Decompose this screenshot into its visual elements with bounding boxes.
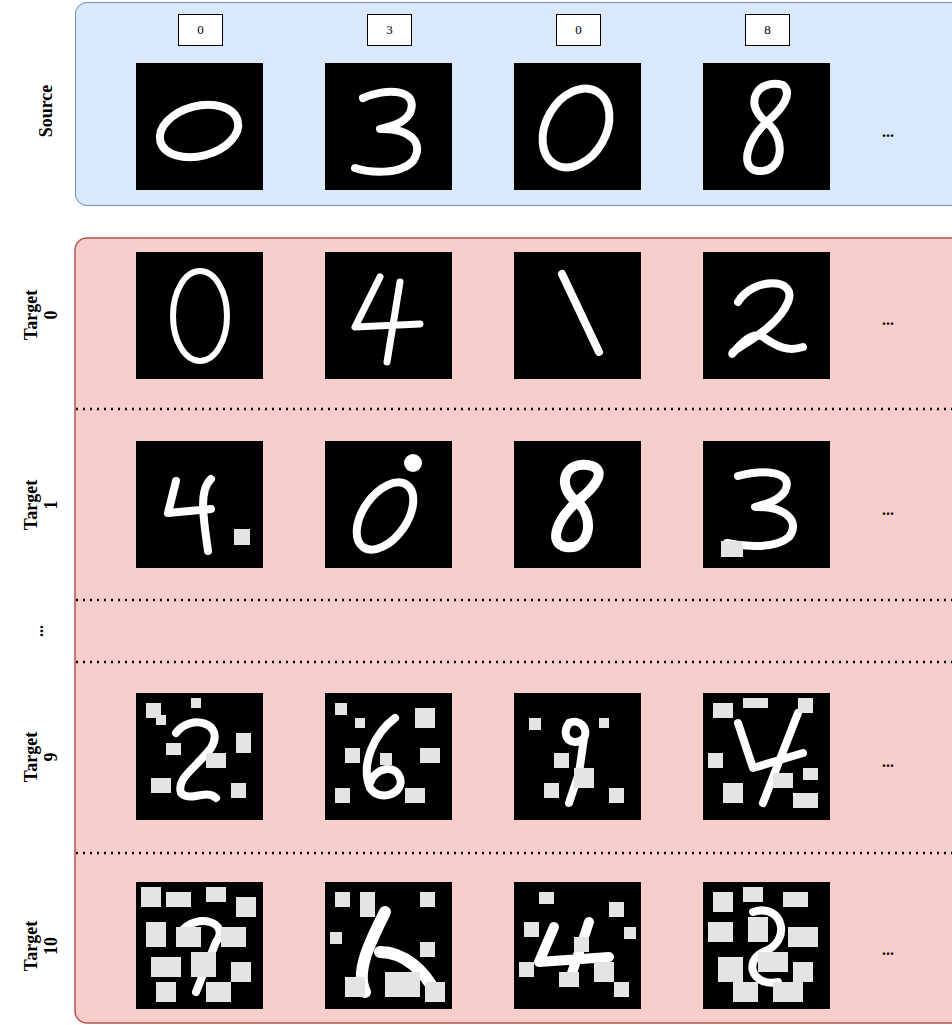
class-label: 8 xyxy=(764,22,771,38)
ellipsis: ... xyxy=(882,753,894,771)
class-label-box: 0 xyxy=(178,14,223,46)
digit-image xyxy=(703,252,830,379)
digit-image xyxy=(514,882,641,1009)
class-label: 0 xyxy=(575,22,582,38)
class-label-box: 3 xyxy=(367,14,412,46)
row-heading: Source xyxy=(36,85,57,138)
digit-image xyxy=(703,63,830,190)
digit-image xyxy=(514,693,641,820)
digit-image xyxy=(514,63,641,190)
digit-image xyxy=(703,882,830,1009)
class-label: 3 xyxy=(386,22,393,38)
digit-image xyxy=(514,252,641,379)
row-heading: Target 10 xyxy=(22,921,62,971)
row-heading: Target 0 xyxy=(22,290,62,340)
digit-image xyxy=(325,252,452,379)
target-panel xyxy=(75,238,952,1023)
class-label-box: 0 xyxy=(556,14,601,46)
ellipsis: ... xyxy=(882,501,894,519)
digit-image xyxy=(136,63,263,190)
row-heading: Target 1 xyxy=(22,480,62,530)
digit-image xyxy=(514,441,641,568)
digit-image xyxy=(325,441,452,568)
digit-image xyxy=(703,441,830,568)
digit-image xyxy=(136,441,263,568)
digit-image xyxy=(325,63,452,190)
ellipsis: ... xyxy=(882,941,894,959)
row-heading: Target 9 xyxy=(22,732,62,782)
class-label: 0 xyxy=(197,22,204,38)
digit-image xyxy=(703,693,830,820)
digit-image xyxy=(136,693,263,820)
row-separators xyxy=(76,409,952,853)
digit-image xyxy=(325,882,452,1009)
digit-image xyxy=(325,693,452,820)
source-ground xyxy=(75,2,952,206)
ellipsis: ... xyxy=(882,123,894,141)
ellipsis: ... xyxy=(29,625,47,637)
class-label-box: 8 xyxy=(745,14,790,46)
digit-image xyxy=(136,252,263,379)
source-panel: 0308Source xyxy=(75,2,952,206)
ellipsis: ... xyxy=(882,311,894,329)
digit-image xyxy=(136,882,263,1009)
